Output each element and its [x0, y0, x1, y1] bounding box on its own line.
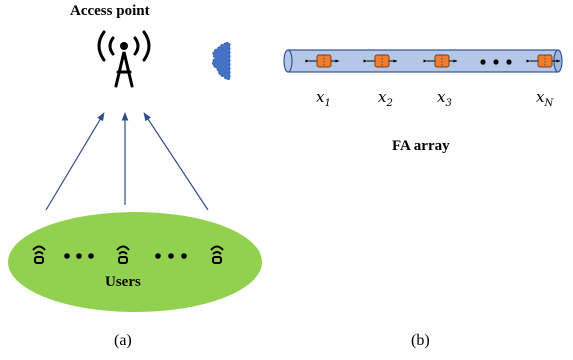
position-label-2: x2	[378, 88, 393, 109]
fluid-port-icon	[363, 54, 398, 68]
access-point-label: Access point	[70, 3, 150, 19]
uplink-arrow-right	[143, 112, 209, 211]
uplink-arrow-left	[45, 112, 105, 211]
position-label-3: x3	[437, 88, 452, 109]
antenna-tower-icon	[97, 30, 151, 88]
wifi-icon	[210, 245, 224, 264]
caption-a: (a)	[114, 332, 132, 349]
position-label-1: x1	[316, 88, 331, 109]
fluid-port-icon	[305, 54, 340, 68]
users-ellipse	[8, 212, 262, 312]
array-ellipsis	[480, 59, 512, 65]
wifi-icon	[32, 245, 46, 264]
users-label: Users	[105, 274, 141, 290]
fluid-port-icon	[526, 54, 561, 68]
wifi-icon	[116, 245, 130, 264]
users-ellipsis	[64, 253, 187, 259]
position-label-n: xN	[536, 88, 554, 109]
fa-array-label: FA array	[392, 138, 450, 154]
fluid-port-icon	[423, 54, 458, 68]
cloud-icon	[212, 41, 231, 81]
uplink-arrows	[45, 112, 209, 211]
caption-b: (b)	[411, 332, 430, 349]
